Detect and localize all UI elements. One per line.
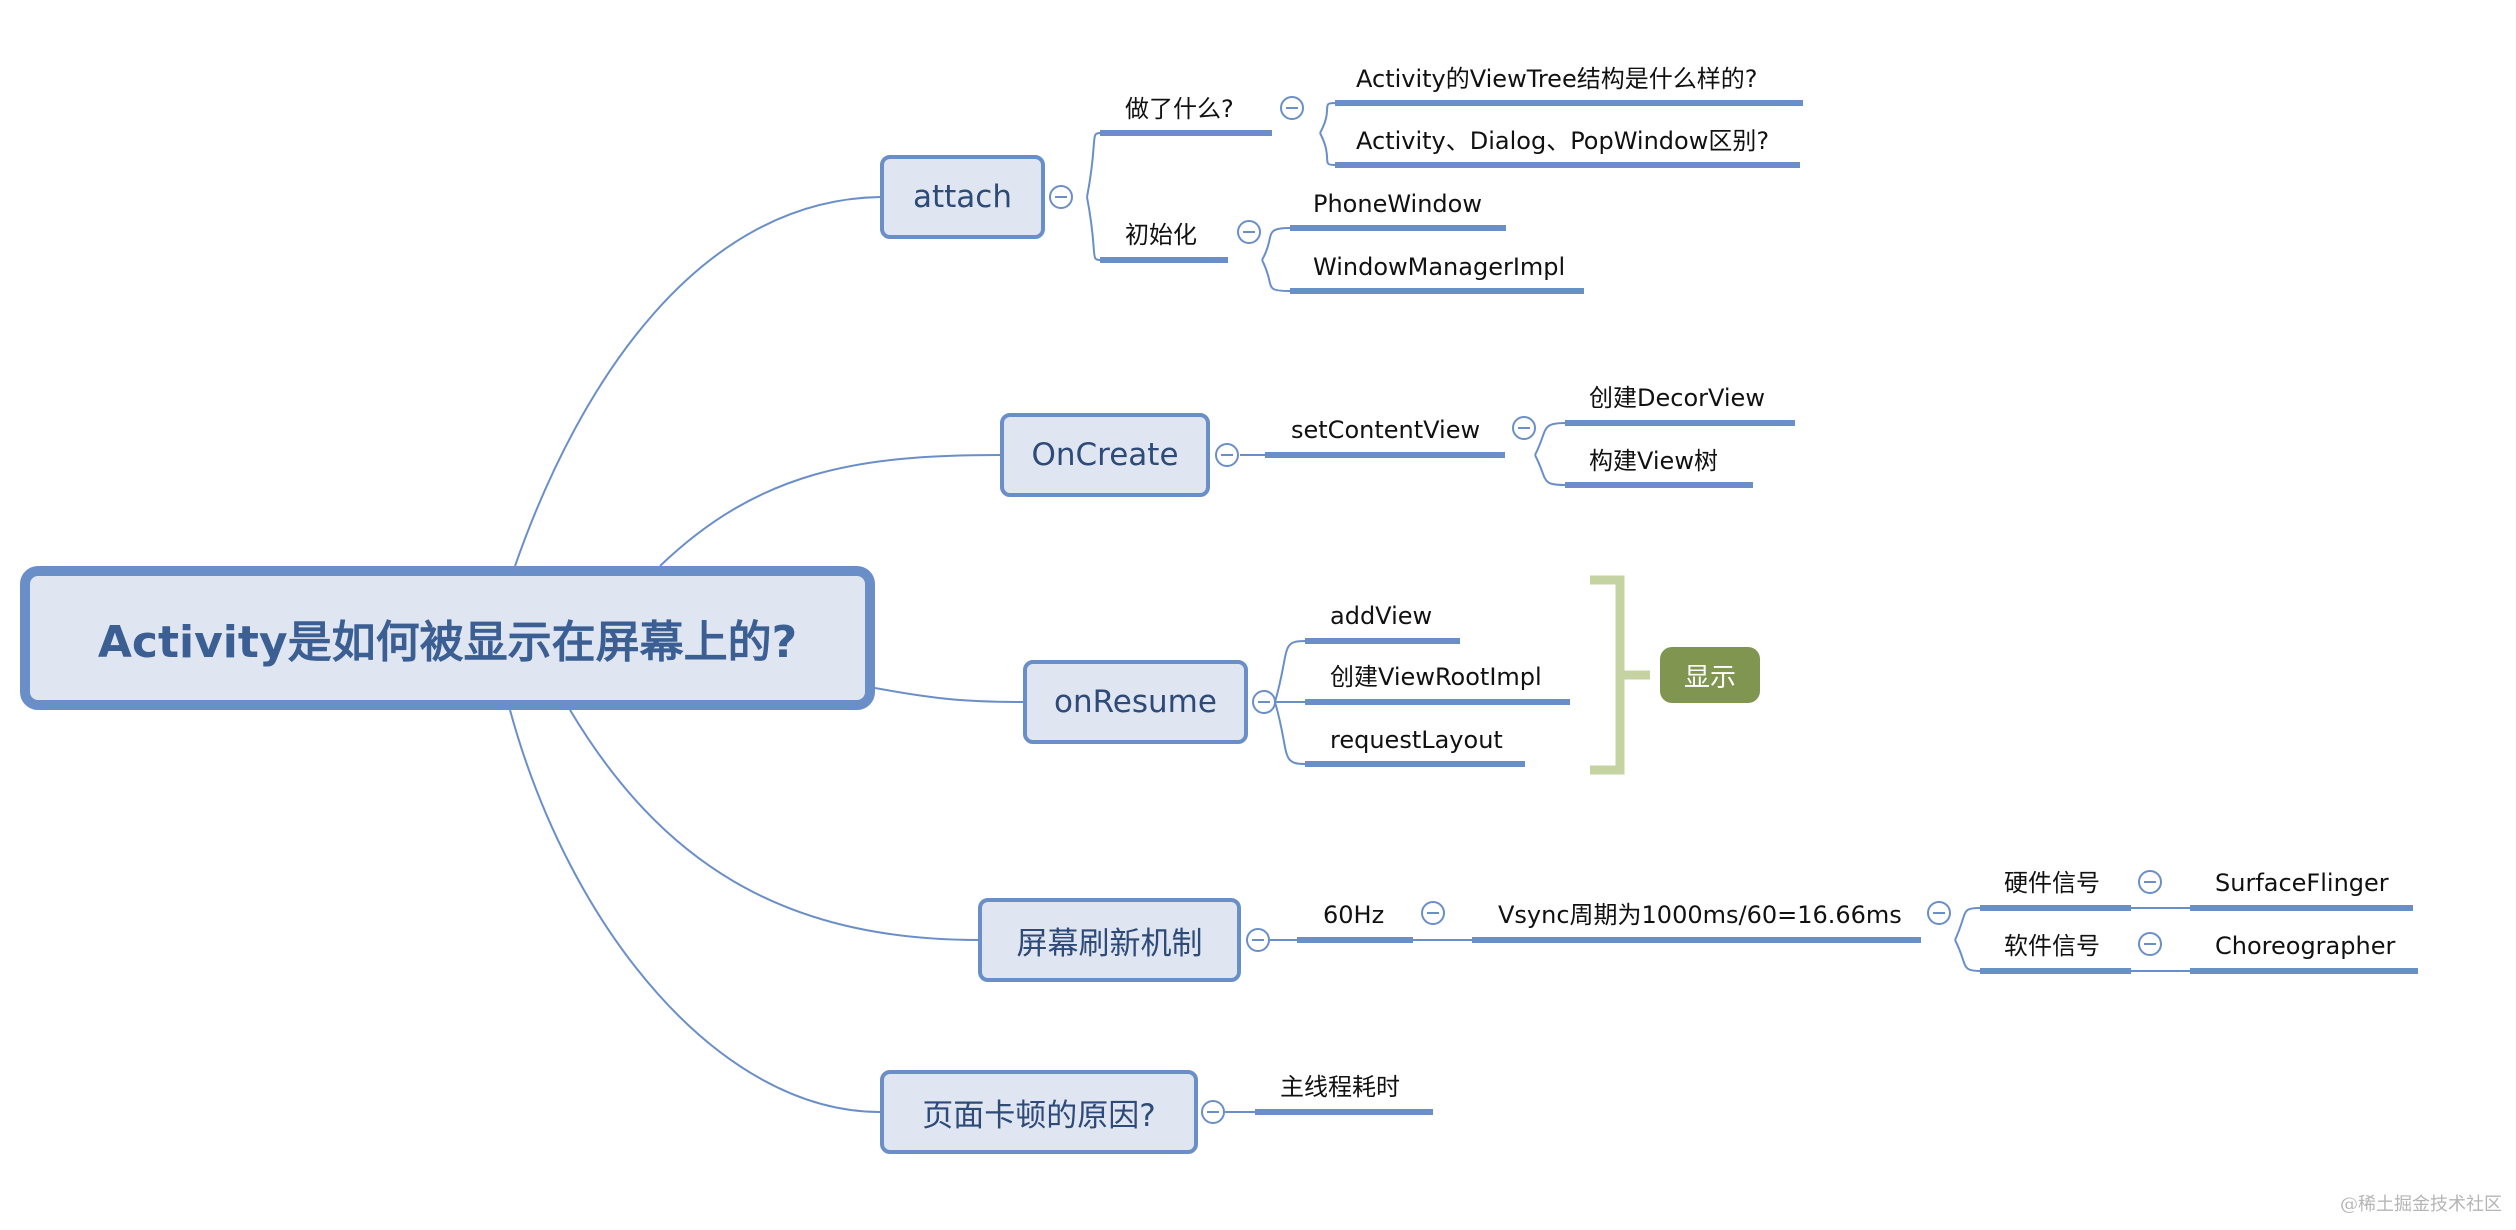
branch-attach[interactable]: attach [880, 155, 1045, 239]
collapse-icon[interactable] [2138, 932, 2162, 956]
topic-what[interactable]: 做了什么? [1125, 95, 1234, 123]
edge-root-attach [514, 196, 881, 567]
edge-init-wmi [1261, 259, 1291, 292]
branch-onresume-label: onResume [1054, 684, 1217, 720]
root-topic-label: Activity是如何被显示在屏幕上的? [97, 617, 798, 668]
topic-sw-signal[interactable]: 软件信号 [2004, 932, 2100, 960]
edge-setcontent-tree [1534, 454, 1566, 486]
collapse-icon[interactable] [1512, 416, 1536, 440]
branch-jank-label: 页面卡顿的原因? [922, 1097, 1156, 1134]
collapse-icon[interactable] [1280, 96, 1304, 120]
edge-attach-what [1086, 132, 1101, 198]
topic-viewtree[interactable]: Activity的ViewTree结构是什么样的? [1356, 65, 1758, 93]
branch-refresh[interactable]: 屏幕刷新机制 [978, 898, 1241, 982]
edge-root-onresume [874, 687, 1024, 703]
watermark: @稀土掘金技术社区 [2340, 1194, 2502, 1215]
branch-oncreate[interactable]: OnCreate [1000, 413, 1210, 497]
collapse-icon[interactable] [1927, 901, 1951, 925]
topic-vsync[interactable]: Vsync周期为1000ms/60=16.66ms [1498, 901, 1902, 929]
edge-onresume-requestlayout [1274, 701, 1306, 765]
topic-choreographer[interactable]: Choreographer [2215, 932, 2396, 960]
root-topic[interactable]: Activity是如何被显示在屏幕上的? [20, 566, 875, 710]
collapse-icon[interactable] [1252, 690, 1276, 714]
edge-what-viewtree [1319, 102, 1336, 134]
topic-addview[interactable]: addView [1330, 602, 1433, 630]
topic-phonewindow[interactable]: PhoneWindow [1313, 190, 1482, 218]
summary-topic-label: 显示 [1683, 662, 1736, 693]
branch-refresh-label: 屏幕刷新机制 [1016, 925, 1203, 962]
edge-what-diff [1319, 132, 1336, 166]
edge-vsync-hw [1954, 907, 1981, 941]
collapse-icon[interactable] [1246, 928, 1270, 952]
collapse-toggles [1049, 96, 2162, 1124]
branch-onresume[interactable]: onResume [1023, 660, 1248, 744]
topic-main-thread[interactable]: 主线程耗时 [1280, 1073, 1400, 1101]
collapse-icon[interactable] [1049, 185, 1073, 209]
edge-setcontent-decor [1534, 422, 1566, 456]
topic-hw-signal[interactable]: 硬件信号 [2004, 869, 2100, 897]
topic-viewtree-build[interactable]: 构建View树 [1589, 447, 1718, 475]
collapse-icon[interactable] [1237, 220, 1261, 244]
edge-root-oncreate [659, 454, 1001, 567]
topic-setcontentview[interactable]: setContentView [1291, 416, 1481, 444]
edge-init-phonewindow [1261, 227, 1291, 261]
summary-topic[interactable]: 显示 [1660, 647, 1760, 703]
branch-oncreate-label: OnCreate [1031, 437, 1179, 473]
topic-requestlayout[interactable]: requestLayout [1330, 726, 1503, 754]
edge-attach-init [1086, 196, 1101, 261]
topic-decorview[interactable]: 创建DecorView [1589, 384, 1765, 412]
edge-root-jank [509, 709, 881, 1113]
edge-onresume-addview [1274, 640, 1306, 703]
topic-60hz[interactable]: 60Hz [1323, 901, 1385, 929]
summary-bracket [1590, 575, 1650, 775]
topic-wmi[interactable]: WindowManagerImpl [1313, 253, 1566, 281]
topic-init[interactable]: 初始化 [1125, 221, 1197, 249]
collapse-icon[interactable] [1421, 901, 1445, 925]
edge-vsync-sw [1954, 939, 1981, 972]
topic-diff[interactable]: Activity、Dialog、PopWindow区别? [1356, 127, 1770, 155]
collapse-icon[interactable] [2138, 870, 2162, 894]
topic-surfaceflinger[interactable]: SurfaceFlinger [2215, 869, 2389, 897]
branch-jank[interactable]: 页面卡顿的原因? [880, 1070, 1198, 1154]
edge-root-refresh [569, 709, 979, 941]
topic-viewrootimpl[interactable]: 创建ViewRootImpl [1330, 663, 1542, 691]
collapse-icon[interactable] [1215, 443, 1239, 467]
branch-attach-label: attach [913, 179, 1012, 215]
collapse-icon[interactable] [1201, 1100, 1225, 1124]
